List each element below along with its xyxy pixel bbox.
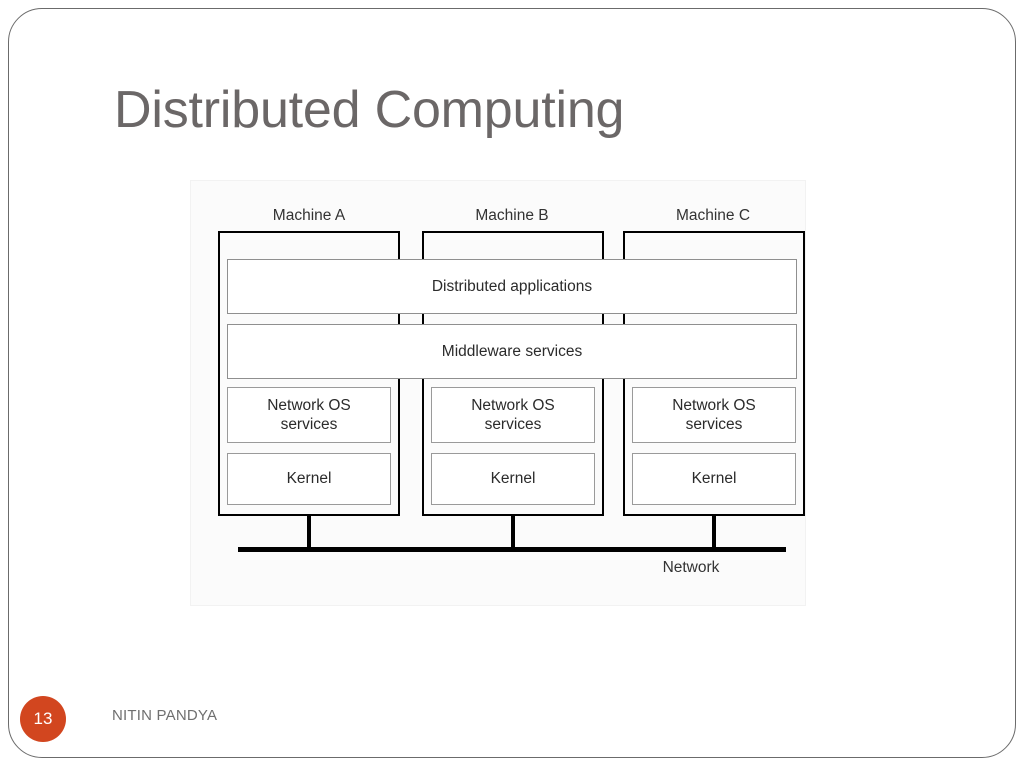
network-os-line2-b: services (484, 416, 542, 433)
network-os-text-a: Network OS services (267, 396, 351, 435)
layer-kernel-a: Kernel (227, 453, 391, 505)
page-title: Distributed Computing (114, 81, 625, 139)
slide-number-badge: 13 (20, 696, 66, 742)
footer-author: NITIN PANDYA (112, 707, 218, 724)
machine-caption-c: Machine C (675, 207, 751, 224)
network-os-text-c: Network OS services (672, 396, 756, 435)
network-os-line1-a: Network OS (267, 396, 351, 414)
network-os-line2-c: services (685, 416, 743, 433)
machine-caption-a: Machine A (272, 207, 346, 224)
network-drop-line-c (712, 516, 716, 549)
layer-network-os-services-a: Network OS services (227, 387, 391, 443)
network-drop-line-b (511, 516, 515, 549)
network-os-text-b: Network OS services (471, 396, 555, 435)
distributed-computing-diagram: Machine A Machine B Machine C Distribute… (190, 180, 806, 606)
network-drop-line-a (307, 516, 311, 549)
layer-distributed-applications: Distributed applications (227, 259, 797, 314)
layer-kernel-c: Kernel (632, 453, 796, 505)
network-os-line2-a: services (280, 416, 338, 433)
diagram-inner: Machine A Machine B Machine C Distribute… (191, 181, 805, 605)
layer-network-os-services-c: Network OS services (632, 387, 796, 443)
network-os-line1-b: Network OS (471, 396, 555, 414)
network-bus-line (238, 547, 786, 552)
machine-caption-b: Machine B (475, 207, 549, 224)
layer-kernel-b: Kernel (431, 453, 595, 505)
layer-middleware-services: Middleware services (227, 324, 797, 379)
network-label: Network (662, 559, 720, 576)
layer-network-os-services-b: Network OS services (431, 387, 595, 443)
network-os-line1-c: Network OS (672, 396, 756, 414)
